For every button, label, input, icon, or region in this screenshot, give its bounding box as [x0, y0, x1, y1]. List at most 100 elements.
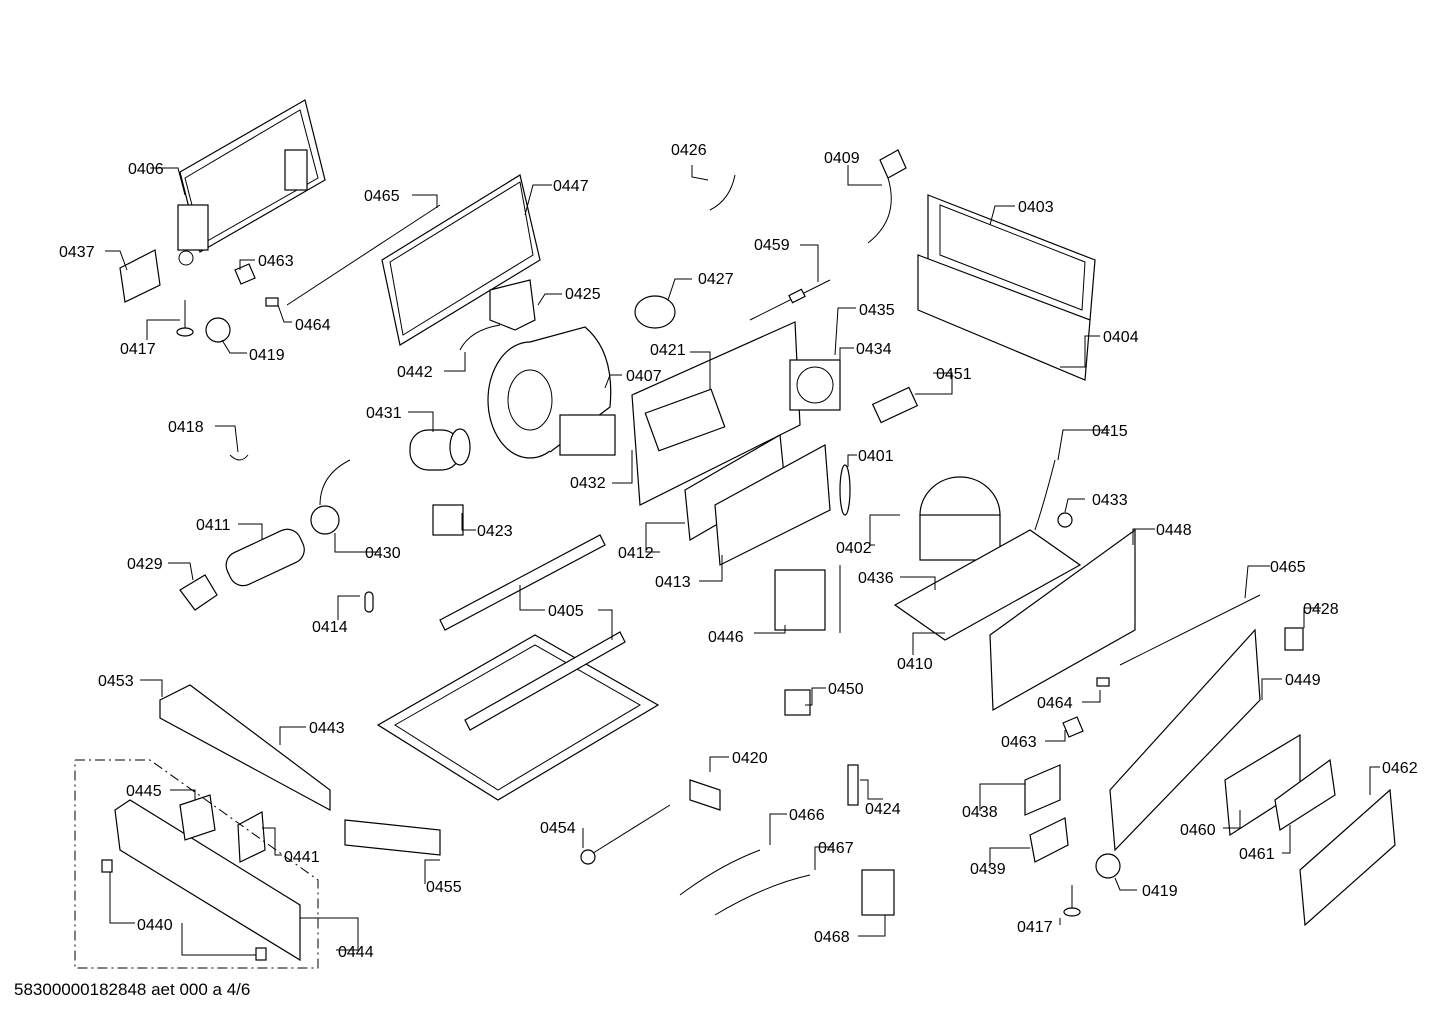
part-0467 [714, 874, 811, 916]
part-0444 [114, 799, 301, 962]
part-labels: 0406 0437 0463 0465 0447 0464 0417 0419 … [59, 142, 1418, 961]
part-0440b [255, 947, 267, 961]
part-0429 [179, 574, 218, 611]
part-0465b [1119, 594, 1261, 666]
part-0446 [774, 569, 826, 631]
part-0434 [789, 359, 841, 411]
part-0427 [634, 295, 676, 329]
part-0413 [714, 444, 831, 566]
part-0439 [1029, 817, 1069, 863]
part-0445 [179, 794, 216, 841]
part-0402 [919, 476, 1001, 561]
part-0449 [1109, 628, 1261, 852]
part-0401 [839, 464, 851, 516]
label-0412: 0412 [618, 545, 654, 562]
part-0465a [286, 204, 441, 306]
label-0454: 0454 [540, 820, 576, 837]
part-0410 [893, 529, 1082, 641]
part-0459 [749, 279, 831, 321]
label-0420: 0420 [732, 750, 768, 767]
part-0414 [364, 591, 374, 613]
label-0411: 0411 [196, 517, 231, 534]
part-0425 [489, 279, 536, 331]
part-0426 [709, 174, 736, 211]
part-0420 [689, 779, 721, 811]
label-0464: 0464 [295, 317, 331, 334]
part-drawings [74, 99, 1396, 969]
label-0407: 0407 [626, 368, 662, 385]
label-0417: 0417 [120, 341, 156, 358]
part-0407 [487, 326, 616, 459]
part-0455 [344, 819, 441, 856]
part-0418 [229, 454, 249, 461]
part-0417a [176, 300, 194, 337]
part-0430 [310, 459, 351, 535]
part-0463 [234, 263, 256, 285]
label-0445: 0445 [126, 783, 162, 800]
part-0450 [784, 689, 811, 716]
label-0459: 0459 [754, 237, 790, 254]
part-0447 [381, 174, 541, 346]
label-0444: 0444 [338, 944, 374, 961]
label-0437: 0437 [59, 244, 95, 261]
label-0427: 0427 [698, 271, 734, 288]
label-0419-lower: 0419 [1142, 883, 1178, 900]
label-0402: 0402 [836, 540, 872, 557]
part-0464b [1096, 677, 1110, 687]
label-0406: 0406 [128, 161, 164, 178]
part-0417b [1063, 885, 1081, 917]
label-0429: 0429 [127, 556, 163, 573]
label-0446: 0446 [708, 629, 744, 646]
label-0462: 0462 [1382, 760, 1418, 777]
part-0463b [1062, 716, 1084, 738]
leader-lines [105, 165, 1380, 956]
label-0433: 0433 [1092, 492, 1128, 509]
label-0404: 0404 [1103, 329, 1139, 346]
label-0419: 0419 [249, 347, 285, 364]
label-0466: 0466 [789, 807, 825, 824]
label-0435: 0435 [859, 302, 895, 319]
part-0453-0443 [159, 684, 331, 812]
part-0468 [861, 869, 895, 916]
label-0405: 0405 [548, 603, 584, 620]
part-0441 [237, 811, 266, 863]
label-0428: 0428 [1303, 601, 1339, 618]
label-0434: 0434 [856, 341, 892, 358]
label-0426: 0426 [671, 142, 707, 159]
label-0450: 0450 [828, 681, 864, 698]
label-0432: 0432 [570, 475, 606, 492]
label-0448: 0448 [1156, 522, 1192, 539]
part-0404 [917, 254, 1091, 381]
drawing-reference-footer: 58300000182848 aet 000 a 4/6 [14, 980, 251, 999]
part-0437 [119, 249, 161, 303]
label-0447: 0447 [553, 178, 589, 195]
part-0419b [1095, 853, 1121, 879]
label-0463-lower: 0463 [1001, 734, 1037, 751]
label-0460: 0460 [1180, 822, 1216, 839]
label-0415: 0415 [1092, 423, 1128, 440]
label-0465: 0465 [364, 188, 400, 205]
part-0415 [1034, 459, 1056, 531]
part-0421 [644, 388, 726, 452]
label-0409: 0409 [824, 150, 860, 167]
part-0423 [432, 504, 464, 536]
label-0449: 0449 [1285, 672, 1321, 689]
label-0414: 0414 [312, 619, 348, 636]
label-0403: 0403 [1018, 199, 1054, 216]
label-0423: 0423 [477, 523, 513, 540]
part-0448 [989, 528, 1136, 712]
part-0424 [847, 764, 859, 806]
part-0433 [1057, 512, 1073, 528]
part-0442 [459, 324, 501, 351]
label-0461: 0461 [1239, 846, 1275, 863]
label-0410: 0410 [897, 656, 933, 673]
label-0440: 0440 [137, 917, 173, 934]
part-0428 [1284, 627, 1304, 651]
label-0467: 0467 [818, 840, 854, 857]
part-0405-rail [439, 534, 606, 631]
label-0443: 0443 [309, 720, 345, 737]
part-0466 [679, 849, 761, 896]
label-0465-lower: 0465 [1270, 559, 1306, 576]
label-0424: 0424 [865, 801, 901, 818]
